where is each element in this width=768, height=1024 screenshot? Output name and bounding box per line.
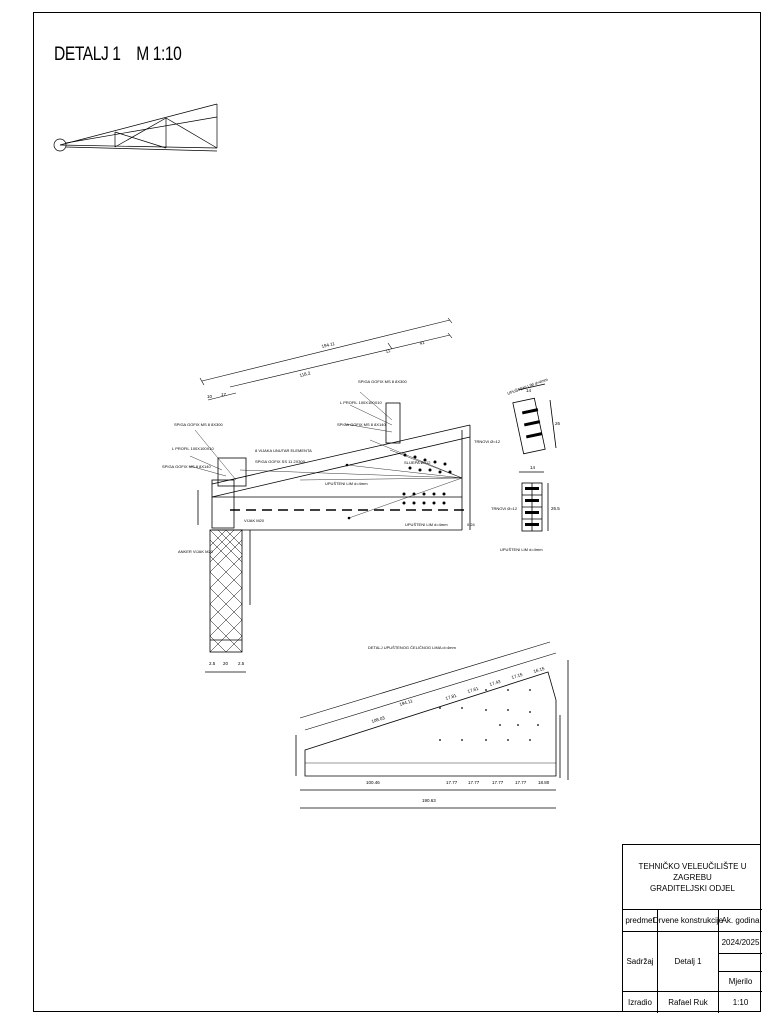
top-dimension-lines <box>199 317 453 401</box>
izradio-value: Rafael Ruk <box>668 998 708 1007</box>
dim-bottom-top-5: 17.15 <box>511 672 524 680</box>
predmet-label: predmet <box>625 915 655 925</box>
right-detail-fill <box>521 408 543 526</box>
column <box>197 490 251 673</box>
dim-right-box-height-2: 26.5 <box>551 506 560 511</box>
dim-bottom-total: 190.63 <box>422 798 436 803</box>
label-ulozeni-lim: UPUŠTENI LIM d=4mm <box>325 481 368 486</box>
dim-top-part2: 11 <box>385 348 391 354</box>
dim-bottom-top-2: 17.81 <box>445 693 458 701</box>
label-trnovi-mid: TRNOVI Ø=12 <box>491 506 518 511</box>
mjerilo-label: Mjerilo <box>728 977 753 986</box>
drawing-title: DETALJ 1 M 1:10 <box>54 44 182 66</box>
dim-top-total: 194.11 <box>321 341 336 349</box>
plate-holes <box>439 689 539 741</box>
dim-bottom-top-total: 194.11 <box>399 698 414 707</box>
label-slijepa: SLIJEPA Ø=12 <box>404 460 431 465</box>
label-spiga-left-2: SPIGA GOFIX MS 8 8X140 <box>162 464 211 469</box>
godina-value: 2024/2025 <box>721 938 760 947</box>
dim-column-base-2: 20 <box>223 661 229 666</box>
predmet-value: Drvene konstrukcije <box>652 915 724 925</box>
institution-name: TEHNIČKO VELEUČILIŠTE U ZAGREBU <box>638 861 747 882</box>
godina-label: Ak. godina <box>721 915 760 925</box>
label-detail-plate: DETALJ UPUŠTENOG ČELIČNOG LIMA d=4mm <box>368 645 457 650</box>
label-anker-m20: ANKER VIJAK M20 <box>178 549 214 554</box>
main-beam-detail <box>211 402 471 531</box>
dim-bottom-top-3: 17.61 <box>467 686 480 694</box>
label-spiga-top-right-2: SPIGA GOFIX MS 8 8X140 <box>337 422 386 427</box>
label-spiga-top-left: SPIGA GOFIX MS 8 8X300 <box>174 422 223 427</box>
title-block: TEHNIČKO VELEUČILIŠTE U ZAGREBU GRADITEL… <box>622 844 762 1013</box>
dim-bottom-row-3: 17.77 <box>468 780 480 785</box>
dim-right-box-width-1: 14 <box>526 388 532 393</box>
mjerilo-value: 1:10 <box>732 998 749 1007</box>
right-detail-boxes <box>512 383 557 532</box>
dim-right-small-1: 0.24 <box>467 522 476 527</box>
detail-scale: M 1:10 <box>136 44 182 65</box>
detail-name: DETALJ 1 <box>54 44 121 65</box>
dim-bottom-top-1: 108.03 <box>371 715 386 724</box>
drawing-sheet-frame <box>33 12 761 1012</box>
dim-column-base-1: 2.5 <box>209 661 216 666</box>
label-ulozeni-lim-top: UPUŠTENI LIM d=4mm <box>507 376 549 395</box>
plate-detail <box>295 641 569 809</box>
label-vijak-note-2: SPIGA GOFIX SS 11 2X300 <box>255 459 306 464</box>
label-trnovi-top: TRNOVI Ø=12 <box>474 439 501 444</box>
dim-bottom-row-5: 17.77 <box>515 780 527 785</box>
dim-column-base-3: 2.5 <box>238 661 245 666</box>
dim-top-part3: 41 <box>419 340 426 346</box>
sadrzaj-label: Sadržaj <box>626 957 654 966</box>
department-name: GRADITELJSKI ODJEL <box>650 883 735 893</box>
label-spiga-top-right: SPIGA GOFIX MS 8 8X300 <box>358 379 407 384</box>
label-l-profil-left: L PROFIL 100X100X10 <box>172 446 215 451</box>
dim-top-part1: 118.2 <box>299 370 311 378</box>
dim-bottom-row-4: 17.77 <box>492 780 504 785</box>
label-l-profil-right: L PROFIL 100X100X10 <box>340 400 383 405</box>
dim-left-small-1: 10 <box>207 394 213 399</box>
dim-left-small-2: 17 <box>221 392 227 397</box>
dim-right-box-width-2: 14 <box>530 465 536 470</box>
leader-lines <box>189 391 463 519</box>
dim-bottom-top-6: 16.15 <box>533 666 546 674</box>
izradio-label: Izradio <box>627 998 652 1007</box>
dim-right-box-height-1: 26 <box>555 421 561 426</box>
dim-bottom-row-1: 100.46 <box>366 780 380 785</box>
key-plan-truss <box>53 103 218 152</box>
dim-bottom-row-2: 17.77 <box>446 780 458 785</box>
label-vijak-m20: VIJAK M20 <box>244 518 265 523</box>
sadrzaj-value: Detalj 1 <box>674 957 702 966</box>
title-block-header: TEHNIČKO VELEUČILIŠTE U ZAGREBU GRADITEL… <box>623 845 762 909</box>
label-ulozeni-lim-side: UPUŠTENI LIM d=4mm <box>500 547 543 552</box>
dim-bottom-top-4: 17.43 <box>489 679 502 687</box>
bolt-pattern <box>345 453 452 520</box>
label-ulozeni-lim-2: UPUŠTENI LIM d=4mm <box>405 522 448 527</box>
dim-bottom-row-6: 18.80 <box>538 780 550 785</box>
label-vijak-note: 8 VIJAKA UNUTAR ELEMENTA <box>255 448 312 453</box>
